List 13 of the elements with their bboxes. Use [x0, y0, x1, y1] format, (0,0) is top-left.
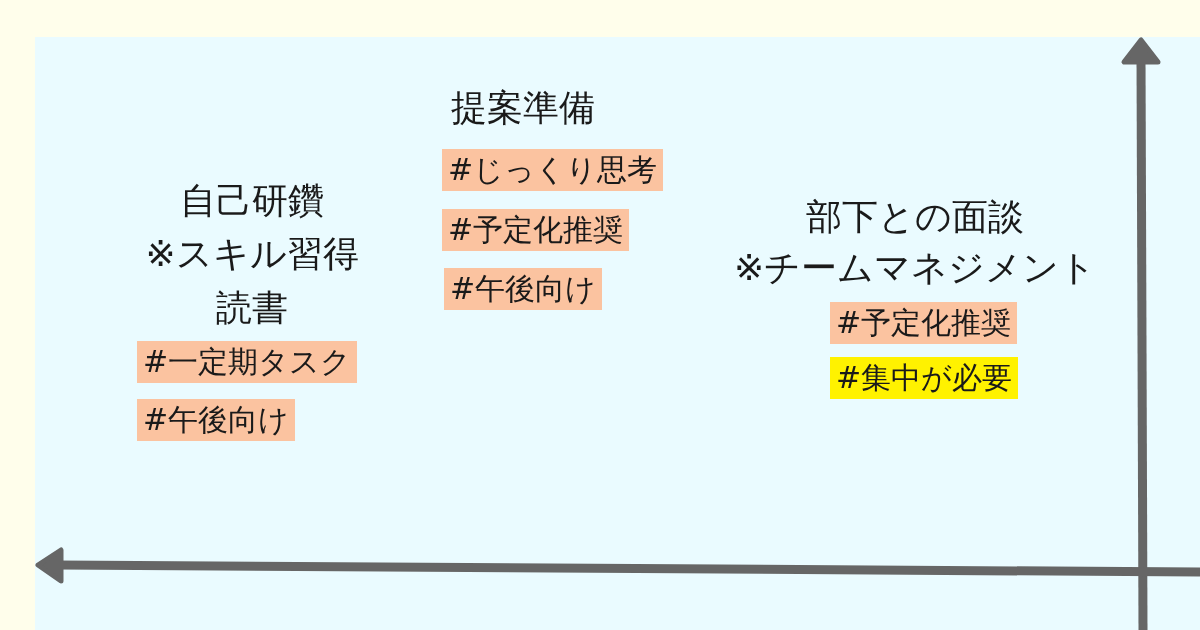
hashtag-label: #じっくり思考: [442, 149, 664, 191]
item-title: 提案準備: [451, 86, 595, 130]
hashtag-label: #一定期タスク: [137, 341, 358, 383]
item-title: 読書: [216, 286, 288, 330]
note-text: ※スキル習得: [145, 232, 359, 276]
note-text: ※チームマネジメント: [733, 246, 1097, 290]
hashtag-label: #予定化推奨: [442, 209, 630, 251]
hashtag-label: #集中が必要: [830, 357, 1019, 399]
item-title: 自己研鑽: [180, 179, 324, 223]
hashtag-label: #午後向け: [137, 399, 296, 441]
hashtag-label: #予定化推奨: [830, 302, 1018, 344]
hashtag-label: #午後向け: [444, 268, 603, 310]
item-title: 部下との面談: [806, 195, 1024, 239]
